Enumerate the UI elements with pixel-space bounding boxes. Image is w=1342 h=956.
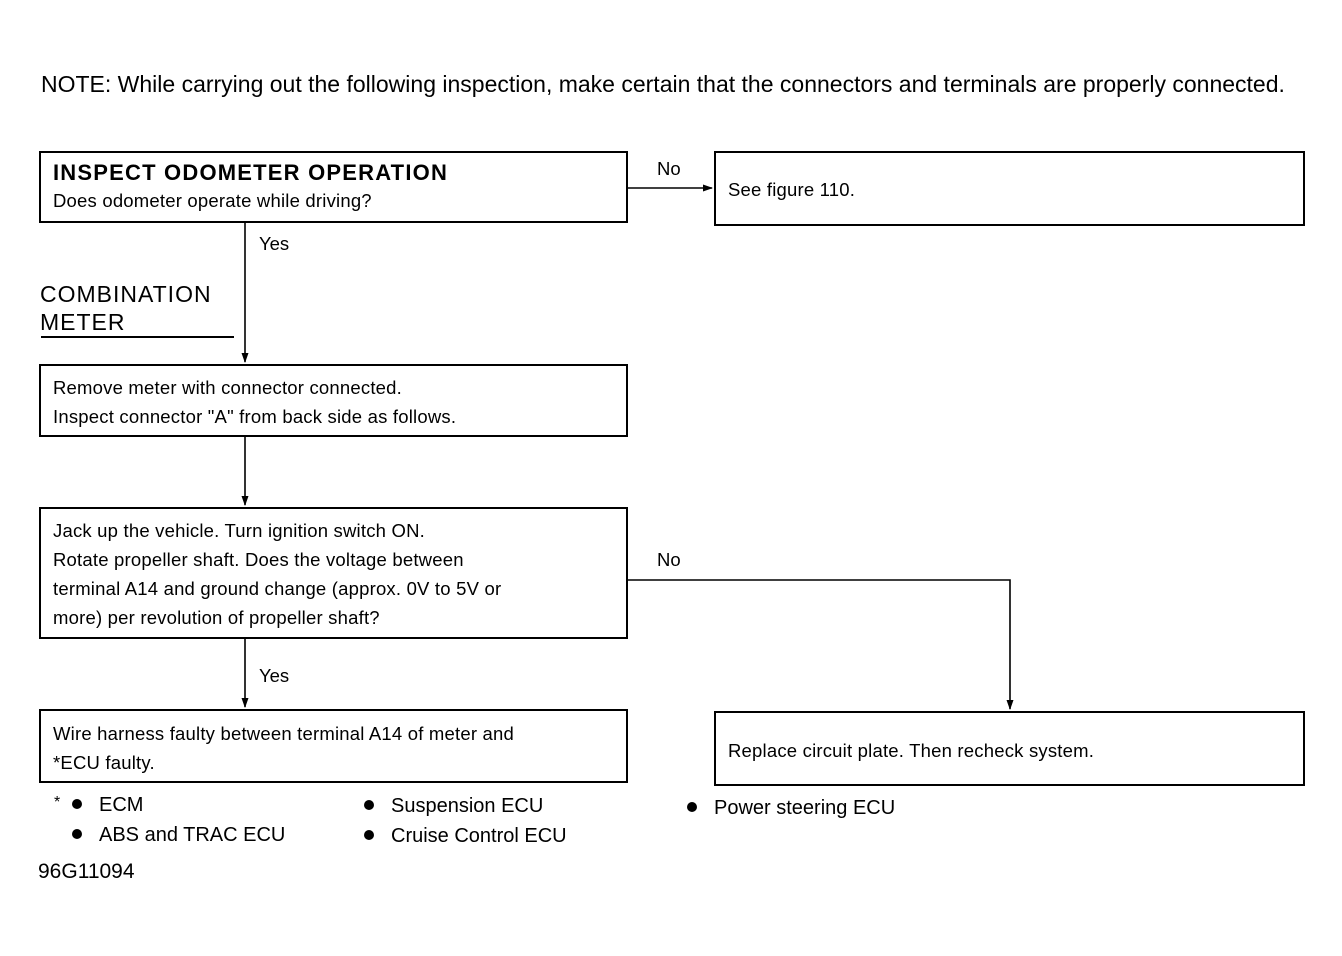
legend-label: Power steering ECU (714, 797, 896, 819)
branch-label-yes: Yes (259, 233, 290, 254)
section-heading-line: COMBINATION (40, 281, 212, 307)
step-replace-plate: Replace circuit plate. Then recheck syst… (714, 711, 1305, 786)
legend-item: ABS and TRAC ECU (72, 823, 285, 847)
step-line: Wire harness faulty between terminal A14… (53, 723, 514, 744)
step-line: *ECU faulty. (53, 752, 155, 773)
step-wire-harness: Wire harness faulty between terminal A14… (39, 709, 628, 783)
legend-label: ABS and TRAC ECU (99, 824, 286, 846)
bullet-icon (364, 829, 374, 840)
step-line: Inspect connector "A" from back side as … (53, 406, 457, 427)
bullet-icon (364, 799, 374, 810)
bullet-icon (72, 828, 82, 839)
legend-label: ECM (99, 794, 144, 816)
legend-item: Suspension ECU (364, 794, 543, 818)
section-heading: COMBINATION METER (40, 280, 235, 336)
figure-id: 96G11094 (38, 860, 135, 883)
bullet-icon (687, 801, 697, 812)
branch-label-no: No (657, 158, 681, 179)
step-title: INSPECT ODOMETER OPERATION (53, 160, 449, 185)
step-inspect-odometer: INSPECT ODOMETER OPERATION Does odometer… (39, 151, 628, 223)
step-remove-meter: Remove meter with connector connected. I… (39, 364, 628, 437)
section-underline (41, 336, 234, 338)
legend-item: Cruise Control ECU (364, 824, 567, 848)
step-jack-up: Jack up the vehicle. Turn ignition switc… (39, 507, 628, 639)
step-question: Does odometer operate while driving? (53, 190, 372, 211)
branch-label-yes: Yes (259, 665, 290, 686)
section-heading-line: METER (40, 309, 126, 335)
step-line: Rotate propeller shaft. Does the voltage… (53, 549, 464, 570)
legend-marker: * (54, 794, 61, 811)
note-text: NOTE: While carrying out the following i… (41, 71, 1285, 97)
arrow-no-to-replace (627, 579, 1014, 710)
step-line: Remove meter with connector connected. (53, 377, 402, 398)
legend-label: Suspension ECU (391, 795, 544, 817)
step-line: Jack up the vehicle. Turn ignition switc… (53, 520, 425, 541)
legend-item: Power steering ECU (687, 796, 895, 820)
step-see-figure: See figure 110. (714, 151, 1305, 226)
step-line: more) per revolution of propeller shaft? (53, 607, 380, 628)
step-text: See figure 110. (728, 179, 856, 200)
legend-label: Cruise Control ECU (391, 825, 567, 847)
step-text: Replace circuit plate. Then recheck syst… (728, 740, 1095, 761)
step-line: terminal A14 and ground change (approx. … (53, 578, 502, 599)
bullet-icon (72, 798, 82, 809)
legend-item: ECM (72, 793, 143, 817)
branch-label-no: No (657, 549, 681, 570)
